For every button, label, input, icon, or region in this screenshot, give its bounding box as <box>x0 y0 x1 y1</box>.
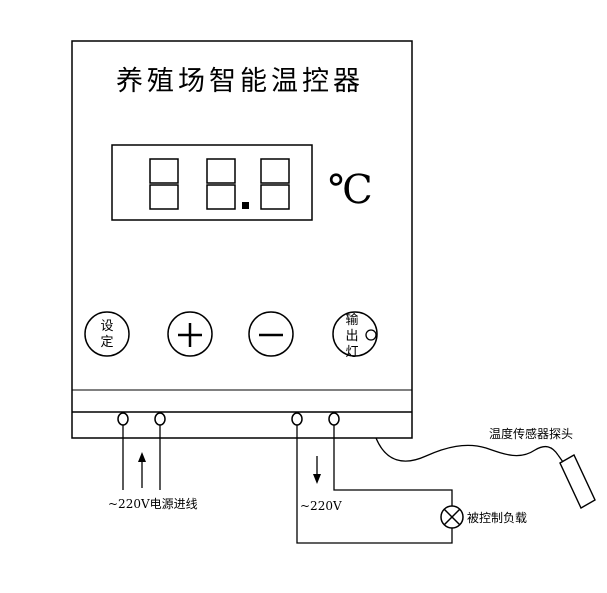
terminal-4 <box>328 412 340 426</box>
load-label: 被控制负载 <box>467 511 527 525</box>
lamp-icon <box>440 505 464 529</box>
output-voltage-label: ~220V <box>300 499 342 513</box>
lcd-display <box>111 144 313 221</box>
plus-icon <box>178 323 202 347</box>
set-button-label-2: 定 <box>100 335 113 350</box>
plus-button[interactable] <box>167 311 213 357</box>
set-button[interactable]: 设 定 <box>84 311 130 357</box>
decimal-point <box>242 202 249 209</box>
device-title: 养殖场智能温控器 <box>116 66 364 97</box>
terminal-3 <box>291 412 303 426</box>
led-icon <box>365 329 377 341</box>
output-light-label-3: 灯 <box>345 345 358 360</box>
output-arrow-icon <box>313 456 321 484</box>
controller-body <box>71 40 413 439</box>
set-button-label-1: 设 <box>100 319 113 334</box>
terminal-2 <box>154 412 166 426</box>
output-wire-1 <box>296 425 453 544</box>
display-digit-3 <box>260 158 290 210</box>
minus-button[interactable] <box>248 311 294 357</box>
output-light-label-1: 输 <box>345 312 358 328</box>
power-input-label: ~220V电源进线 <box>108 497 198 511</box>
power-in-arrow-icon <box>138 452 146 488</box>
celsius-unit: ℃ <box>328 167 373 213</box>
sensor-probe-label: 温度传感器探头 <box>489 426 573 441</box>
display-digit-2 <box>206 158 236 210</box>
display-digit-1 <box>149 158 179 210</box>
output-light-label-2: 出 <box>345 329 358 344</box>
sensor-cable <box>375 437 559 462</box>
output-light-indicator: 输 出 灯 <box>332 311 378 360</box>
sensor-probe-icon <box>557 454 596 509</box>
output-wire-2 <box>333 425 453 506</box>
terminal-1 <box>117 412 129 426</box>
